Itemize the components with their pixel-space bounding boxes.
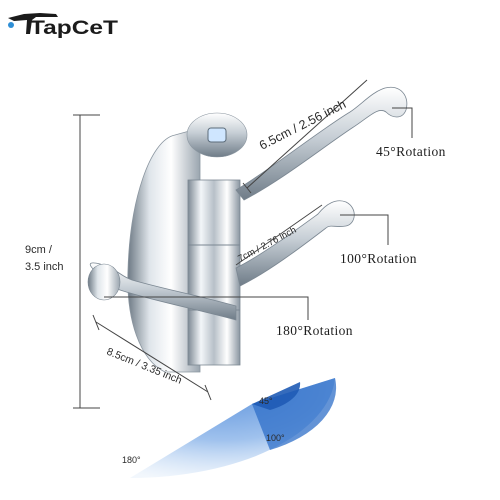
- height-label-1: 9cm /: [25, 244, 53, 256]
- rotation-label-middle: 100°Rotation: [340, 251, 417, 266]
- rotation-label-bottom: 180°Rotation: [276, 323, 353, 338]
- water-drop-icon: [8, 22, 14, 28]
- top-arm: [235, 86, 408, 201]
- brand-logo: TapCeT: [8, 13, 119, 39]
- fan-label-45: 45°: [259, 396, 273, 406]
- bottom-arm-tip: [87, 263, 121, 301]
- bottom-arm-dim-tick: [204, 384, 212, 401]
- rotation-callout-top: 45°Rotation: [376, 107, 446, 159]
- brand-name: TapCeT: [30, 18, 119, 39]
- middle-arm-dim-line: [235, 204, 323, 266]
- fan-45-sector: [252, 382, 301, 410]
- middle-arm: [235, 200, 355, 287]
- height-dimension: 9cm / 3.5 inch: [25, 114, 100, 409]
- height-label-2: 3.5 inch: [25, 261, 64, 273]
- rotation-callout-middle: 100°Rotation: [340, 214, 417, 266]
- wall-plate: [127, 127, 201, 373]
- fan-label-100: 100°: [266, 433, 285, 443]
- rotation-callout-bottom: 180°Rotation: [104, 296, 353, 338]
- rotation-fan: 45° 100° 180°: [122, 378, 337, 479]
- top-arm-dim-line: [246, 79, 368, 189]
- screw-icon: [207, 127, 227, 143]
- bottom-arm-dim-line: [95, 321, 209, 393]
- brand-t-shape: [8, 13, 58, 34]
- top-arm-dim-tick: [242, 182, 252, 194]
- rotation-label-top: 45°Rotation: [376, 144, 446, 159]
- callout-line: [104, 296, 309, 320]
- bottom-arm-dim-tick: [92, 314, 100, 331]
- callout-line: [340, 214, 389, 245]
- fan-100-sector: [252, 378, 337, 450]
- callout-line: [392, 107, 413, 138]
- hinge-column: [187, 179, 241, 366]
- fan-label-180: 180°: [122, 455, 141, 465]
